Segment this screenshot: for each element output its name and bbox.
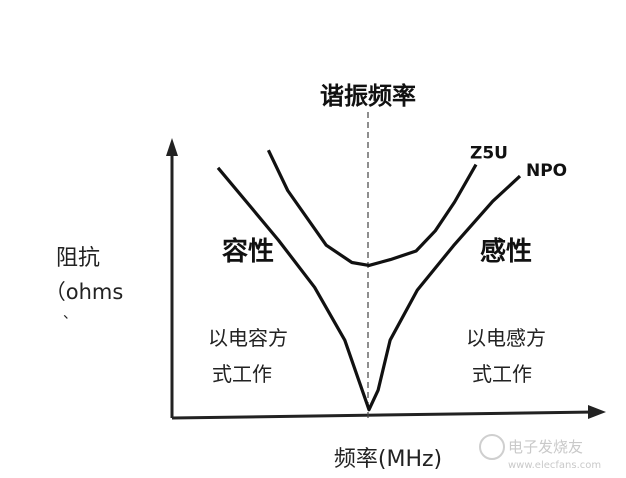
watermark-logo-icon xyxy=(479,434,505,460)
left-note-line2: 式工作 xyxy=(212,362,272,386)
x-axis xyxy=(171,410,596,420)
right-note-line1: 以电感方 xyxy=(466,326,546,350)
left-note-line1: 以电容方 xyxy=(208,326,288,350)
series-z5u-label: Z5U xyxy=(470,144,508,164)
series-layer: Z5U NPO xyxy=(216,144,567,412)
watermark-text: 电子发烧友 xyxy=(508,438,583,456)
x-axis-label: 频率(MHz) xyxy=(334,447,442,472)
y-axis-arrow xyxy=(166,138,178,156)
x-axis-arrow xyxy=(588,405,606,419)
y-axis-label-line3: 、 xyxy=(63,306,77,322)
series-npo-label: NPO xyxy=(526,161,567,181)
y-axis-label-line2: （ohms xyxy=(45,280,124,304)
region-capacitive-label: 容性 xyxy=(222,236,274,267)
watermark: 电子发烧友 www.elecfans.com xyxy=(479,434,601,471)
y-axis-label-line1: 阻抗 xyxy=(56,246,100,271)
series-z5u-line xyxy=(266,149,478,267)
right-note-line2: 式工作 xyxy=(472,362,532,386)
watermark-url: www.elecfans.com xyxy=(508,460,601,471)
region-inductive-label: 感性 xyxy=(480,237,532,267)
series-npo-line xyxy=(216,166,522,412)
chart-title: 谐振频率 xyxy=(320,82,416,110)
